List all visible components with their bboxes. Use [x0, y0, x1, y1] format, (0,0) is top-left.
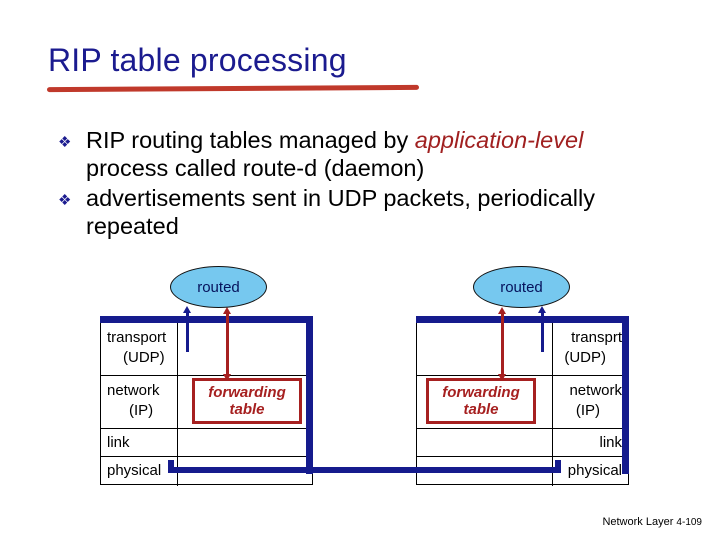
right-red-arrow-shaft — [501, 313, 504, 377]
right-navy-arrow-head — [538, 306, 546, 313]
table-row: link — [417, 429, 628, 457]
left-routed-label: routed — [197, 278, 240, 296]
left-bracket-bottom-stub — [168, 460, 174, 473]
diamond-bullet-icon: ❖ — [58, 134, 72, 151]
right-bracket-top — [416, 316, 629, 323]
table-row: network (IP) — [417, 376, 628, 429]
right-bracket-bottom-stub — [555, 460, 561, 473]
left-red-arrow-shaft — [226, 313, 229, 377]
right-red-arrow-head-down — [498, 374, 506, 381]
layer-sublabel-udp: (UDP) — [123, 349, 165, 366]
bullet-text-part: RIP routing tables managed by — [86, 127, 415, 153]
table-row: transprt (UDP) — [417, 323, 628, 376]
bullet-emphasis-application-level: application-level — [414, 127, 584, 153]
layer-sublabel-ip: (IP) — [575, 402, 600, 419]
left-red-arrow-head-up — [223, 307, 231, 314]
slide-footer: Network Layer 4-109 — [602, 516, 702, 528]
left-routed-daemon-ellipse: routed — [170, 266, 267, 308]
right-routed-daemon-ellipse: routed — [473, 266, 570, 308]
bullet-text-part: process called route-d (daemon) — [86, 155, 425, 181]
layer-label-physical: physical — [107, 462, 162, 479]
left-forwarding-table-box: forwarding table — [192, 378, 302, 424]
footer-page-number: 4-109 — [676, 517, 702, 528]
bullet-text-part: advertisements sent in UDP packets, peri… — [86, 185, 595, 239]
forwarding-table-line1: forwarding — [442, 384, 520, 401]
right-forwarding-table-box: forwarding table — [426, 378, 536, 424]
left-navy-arrow-head — [183, 306, 191, 313]
right-red-arrow-head-up — [498, 307, 506, 314]
list-item: ❖ advertisements sent in UDP packets, pe… — [56, 184, 656, 240]
table-row: physical — [417, 457, 628, 486]
layer-label-network: network — [107, 382, 160, 399]
left-bracket-bottom — [168, 467, 313, 473]
forwarding-table-line2: table — [229, 401, 265, 418]
left-red-arrow-head-down — [223, 374, 231, 381]
right-bracket-right — [622, 316, 629, 474]
left-navy-arrow-shaft — [186, 312, 189, 352]
diamond-bullet-icon: ❖ — [58, 192, 72, 209]
layer-label-link: link — [107, 434, 130, 451]
left-bracket-right — [306, 316, 313, 474]
table-row: link — [101, 429, 312, 457]
layer-sublabel-ip: (IP) — [129, 402, 154, 419]
layer-sublabel-udp: (UDP) — [564, 349, 606, 366]
right-routed-label: routed — [500, 278, 543, 296]
forwarding-table-line2: table — [463, 401, 499, 418]
forwarding-table-line1: forwarding — [208, 384, 286, 401]
table-row: network (IP) — [101, 376, 312, 429]
table-row: transport (UDP) — [101, 323, 312, 376]
footer-label: Network Layer — [602, 516, 674, 528]
layer-label-physical: physical — [567, 462, 622, 479]
layer-label-transport: transport — [107, 329, 167, 346]
left-bracket-top — [100, 316, 313, 323]
inter-stack-connector-line — [306, 467, 422, 473]
layer-label-network: network — [569, 382, 622, 399]
table-row: physical — [101, 457, 312, 486]
right-bracket-bottom — [416, 467, 561, 473]
right-table-column-divider — [552, 323, 554, 486]
layer-label-link: link — [599, 434, 622, 451]
list-item: ❖ RIP routing tables managed by applicat… — [56, 126, 656, 182]
bullet-list: ❖ RIP routing tables managed by applicat… — [56, 126, 656, 242]
right-navy-arrow-shaft — [541, 312, 544, 352]
page-title: RIP table processing — [48, 42, 347, 78]
left-table-column-divider — [177, 323, 179, 486]
layer-label-transport: transprt — [571, 329, 622, 346]
